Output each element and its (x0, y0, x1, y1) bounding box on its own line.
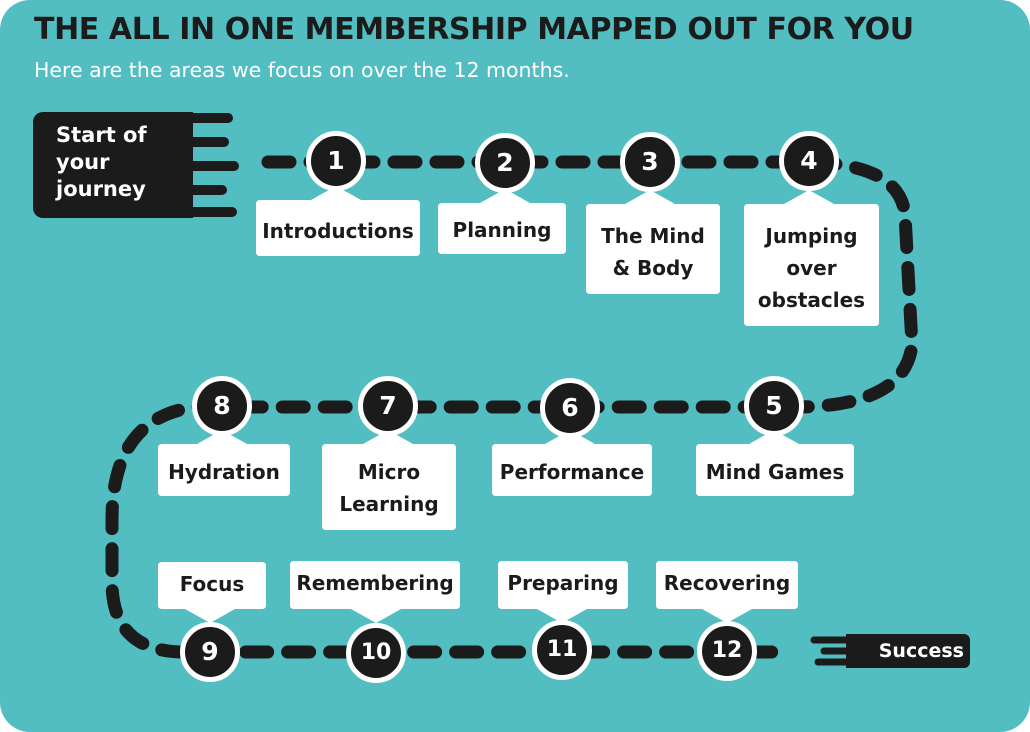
step-card-5 (696, 430, 854, 496)
page-subtitle: Here are the areas we focus on over the … (34, 58, 570, 82)
step-badge-11: 11 (532, 620, 592, 680)
step-label-9: Focus (179, 572, 245, 596)
step-label-8: Hydration (168, 460, 280, 484)
page-title: THE ALL IN ONE MEMBERSHIP MAPPED OUT FOR… (34, 12, 914, 47)
success-banner (846, 634, 970, 668)
step-badge-9: 9 (180, 622, 240, 682)
step-badge-7: 7 (358, 376, 418, 436)
step-badge-6: 6 (540, 378, 600, 438)
step-card-11 (498, 561, 628, 623)
step-badge-1: 1 (306, 131, 366, 191)
step-label-4: Jumping over obstacles (757, 224, 866, 312)
step-card-12 (656, 561, 798, 623)
step-label-5: Mind Games (705, 460, 845, 484)
step-card-4 (744, 190, 879, 326)
step-label-12: Recovering (663, 571, 791, 595)
step-label-7: Micro Learning (339, 460, 439, 516)
step-card-9 (158, 562, 266, 623)
step-badge-12: 12 (697, 621, 757, 681)
step-label-1: Introductions (262, 219, 414, 243)
step-badge-3: 3 (620, 132, 680, 192)
step-card-3 (586, 190, 720, 294)
step-badge-5: 5 (744, 376, 804, 436)
step-label-11: Preparing (507, 571, 619, 595)
step-card-1 (256, 186, 420, 256)
step-badge-2: 2 (475, 133, 535, 193)
success-label: Success (878, 640, 964, 662)
step-card-2 (438, 189, 566, 254)
step-label-3: The Mind & Body (601, 224, 705, 280)
step-label-6: Performance (499, 460, 645, 484)
step-card-10 (290, 561, 460, 623)
step-label-2: Planning (452, 218, 552, 242)
step-cards (158, 186, 879, 623)
step-card-7 (322, 430, 456, 530)
step-badge-8: 8 (192, 376, 252, 436)
step-card-6 (492, 430, 652, 496)
step-card-8 (158, 430, 290, 496)
step-badge-4: 4 (779, 131, 839, 191)
start-label: Start of your journey (56, 123, 147, 201)
step-badge-10: 10 (346, 623, 406, 683)
step-label-10: Remembering (296, 571, 454, 595)
start-banner (33, 112, 193, 218)
